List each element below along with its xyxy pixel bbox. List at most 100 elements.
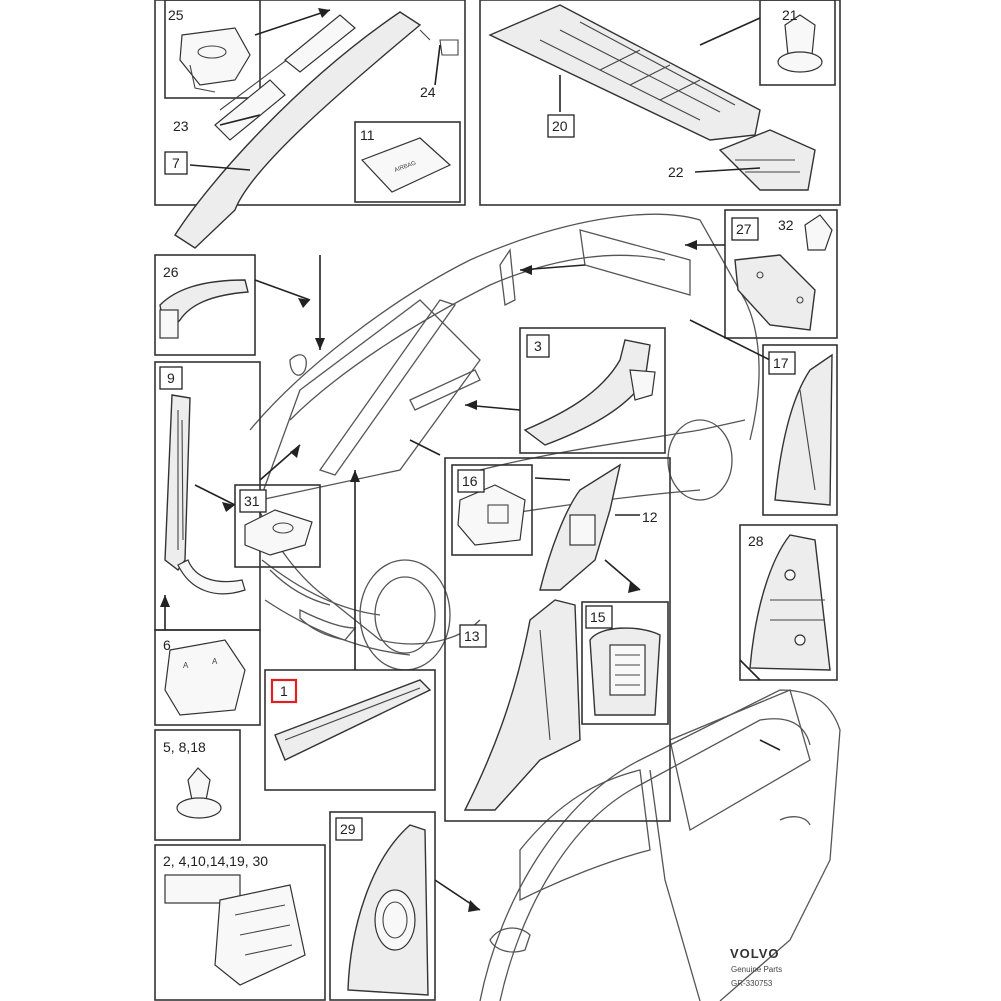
vent-15 [589,627,661,716]
rear-door-outline [479,689,841,1001]
callout-31-text: 31 [244,493,260,509]
box-29 [329,811,436,1001]
callout-28-text: 28 [748,533,764,549]
box-17 [762,344,838,516]
clip-6: A A [164,639,246,716]
callout-20: 20 [547,114,575,138]
callout-29-text: 29 [340,821,356,837]
c-pillar-trim-17 [774,353,833,506]
callout-21-text: 21 [782,7,798,23]
b-pillar-upper-12 [539,463,622,591]
box-21 [759,0,836,86]
clip-2 [164,874,306,986]
box-5 [154,729,241,841]
box-top-right [479,0,841,206]
callout-29: 29 [335,817,363,841]
d-pillar-trim-28 [749,534,831,671]
callout-1-highlight [270,678,298,704]
callout-15: 15 [585,605,613,629]
callout-32-text: 32 [778,217,794,233]
brand-tagline: Genuine Parts [731,965,782,974]
box-top-left [154,0,466,206]
panel-27 [734,254,816,331]
trim-strip-1 [274,679,432,761]
callout-22-text: 22 [668,164,684,180]
callout-11-text: 11 [360,127,375,143]
callout-32: 32 [778,217,794,233]
clip-5 [176,767,222,819]
box-31 [234,484,321,568]
box-6 [154,629,261,726]
svg-text:A: A [212,657,218,666]
callout-24: 24 [420,84,436,100]
box-27-32 [724,209,838,339]
callout-6: 6 [163,637,171,653]
callout-12-text: 12 [642,509,658,525]
grab-handle-26 [159,279,249,339]
callout-1: 1 [270,678,298,704]
callout-27: 27 [731,217,759,241]
callout-26-text: 26 [163,264,179,280]
box-26 [154,254,256,356]
callout-17-text: 17 [773,355,789,371]
clip-21 [777,14,823,73]
box-16 [451,464,533,556]
car-outline [249,213,760,671]
brand-logo: VOLVO [730,946,780,961]
callout-13-text: 13 [464,628,480,644]
callout-1-text: 1 [280,683,288,699]
callout-7-text: 7 [172,155,180,171]
callout-21: 21 [782,7,798,23]
callout-7: 7 [164,151,188,175]
callout-6-text: 6 [163,637,171,653]
b-pillar-lower-13 [463,599,581,811]
callout-16: 16 [457,469,485,493]
callout-12: 12 [642,509,658,525]
box-3 [519,327,666,454]
callout-26: 26 [163,264,179,280]
clip-32 [804,214,833,251]
box-25 [164,0,261,99]
mirror-cover-29 [347,824,429,996]
callout-22: 22 [668,164,684,180]
callout-23-text: 23 [173,118,189,134]
svg-text:A: A [183,661,189,670]
callout-3-text: 3 [534,338,542,354]
headliner-20 [488,4,761,141]
box-13-group [444,457,671,822]
clip-31 [244,509,313,556]
leader-lines [160,8,781,912]
box-2 [154,844,326,1001]
box-1 [264,669,436,791]
callout-27-text: 27 [736,221,752,237]
callout-15-text: 15 [590,609,606,625]
callout-31: 31 [239,489,267,513]
callout-2-text: 2, 4,10,14,19, 30 [163,853,268,869]
box-15 [581,601,669,725]
diagram-reference: GR-330753 [731,979,773,988]
clip-16 [457,484,526,546]
box-28 [739,524,838,681]
callout-20-text: 20 [552,118,568,134]
callout-5: 5, 8,18 [163,739,206,755]
callout-28: 28 [748,533,764,549]
callout-3: 3 [526,334,550,358]
callout-17: 17 [768,351,796,375]
pillar-trim-3 [523,339,656,446]
callout-5-text: 5, 8,18 [163,739,206,755]
bracket-22 [718,129,816,191]
callout-24-text: 24 [420,84,436,100]
callout-9-text: 9 [167,370,175,386]
airbag-label-11: AIRBAG [360,137,452,193]
brand-block: VOLVO Genuine Parts GR-330753 [730,946,782,988]
box-11 [354,121,461,203]
roof-trim-7 [174,11,459,249]
callout-13: 13 [459,624,487,648]
callout-9: 9 [159,366,183,390]
callout-25-text: 25 [168,7,184,23]
callout-2: 2, 4,10,14,19, 30 [163,853,268,869]
callout-16-text: 16 [462,473,478,489]
a-pillar-trim-9 [164,394,246,595]
clip-25 [179,27,251,93]
